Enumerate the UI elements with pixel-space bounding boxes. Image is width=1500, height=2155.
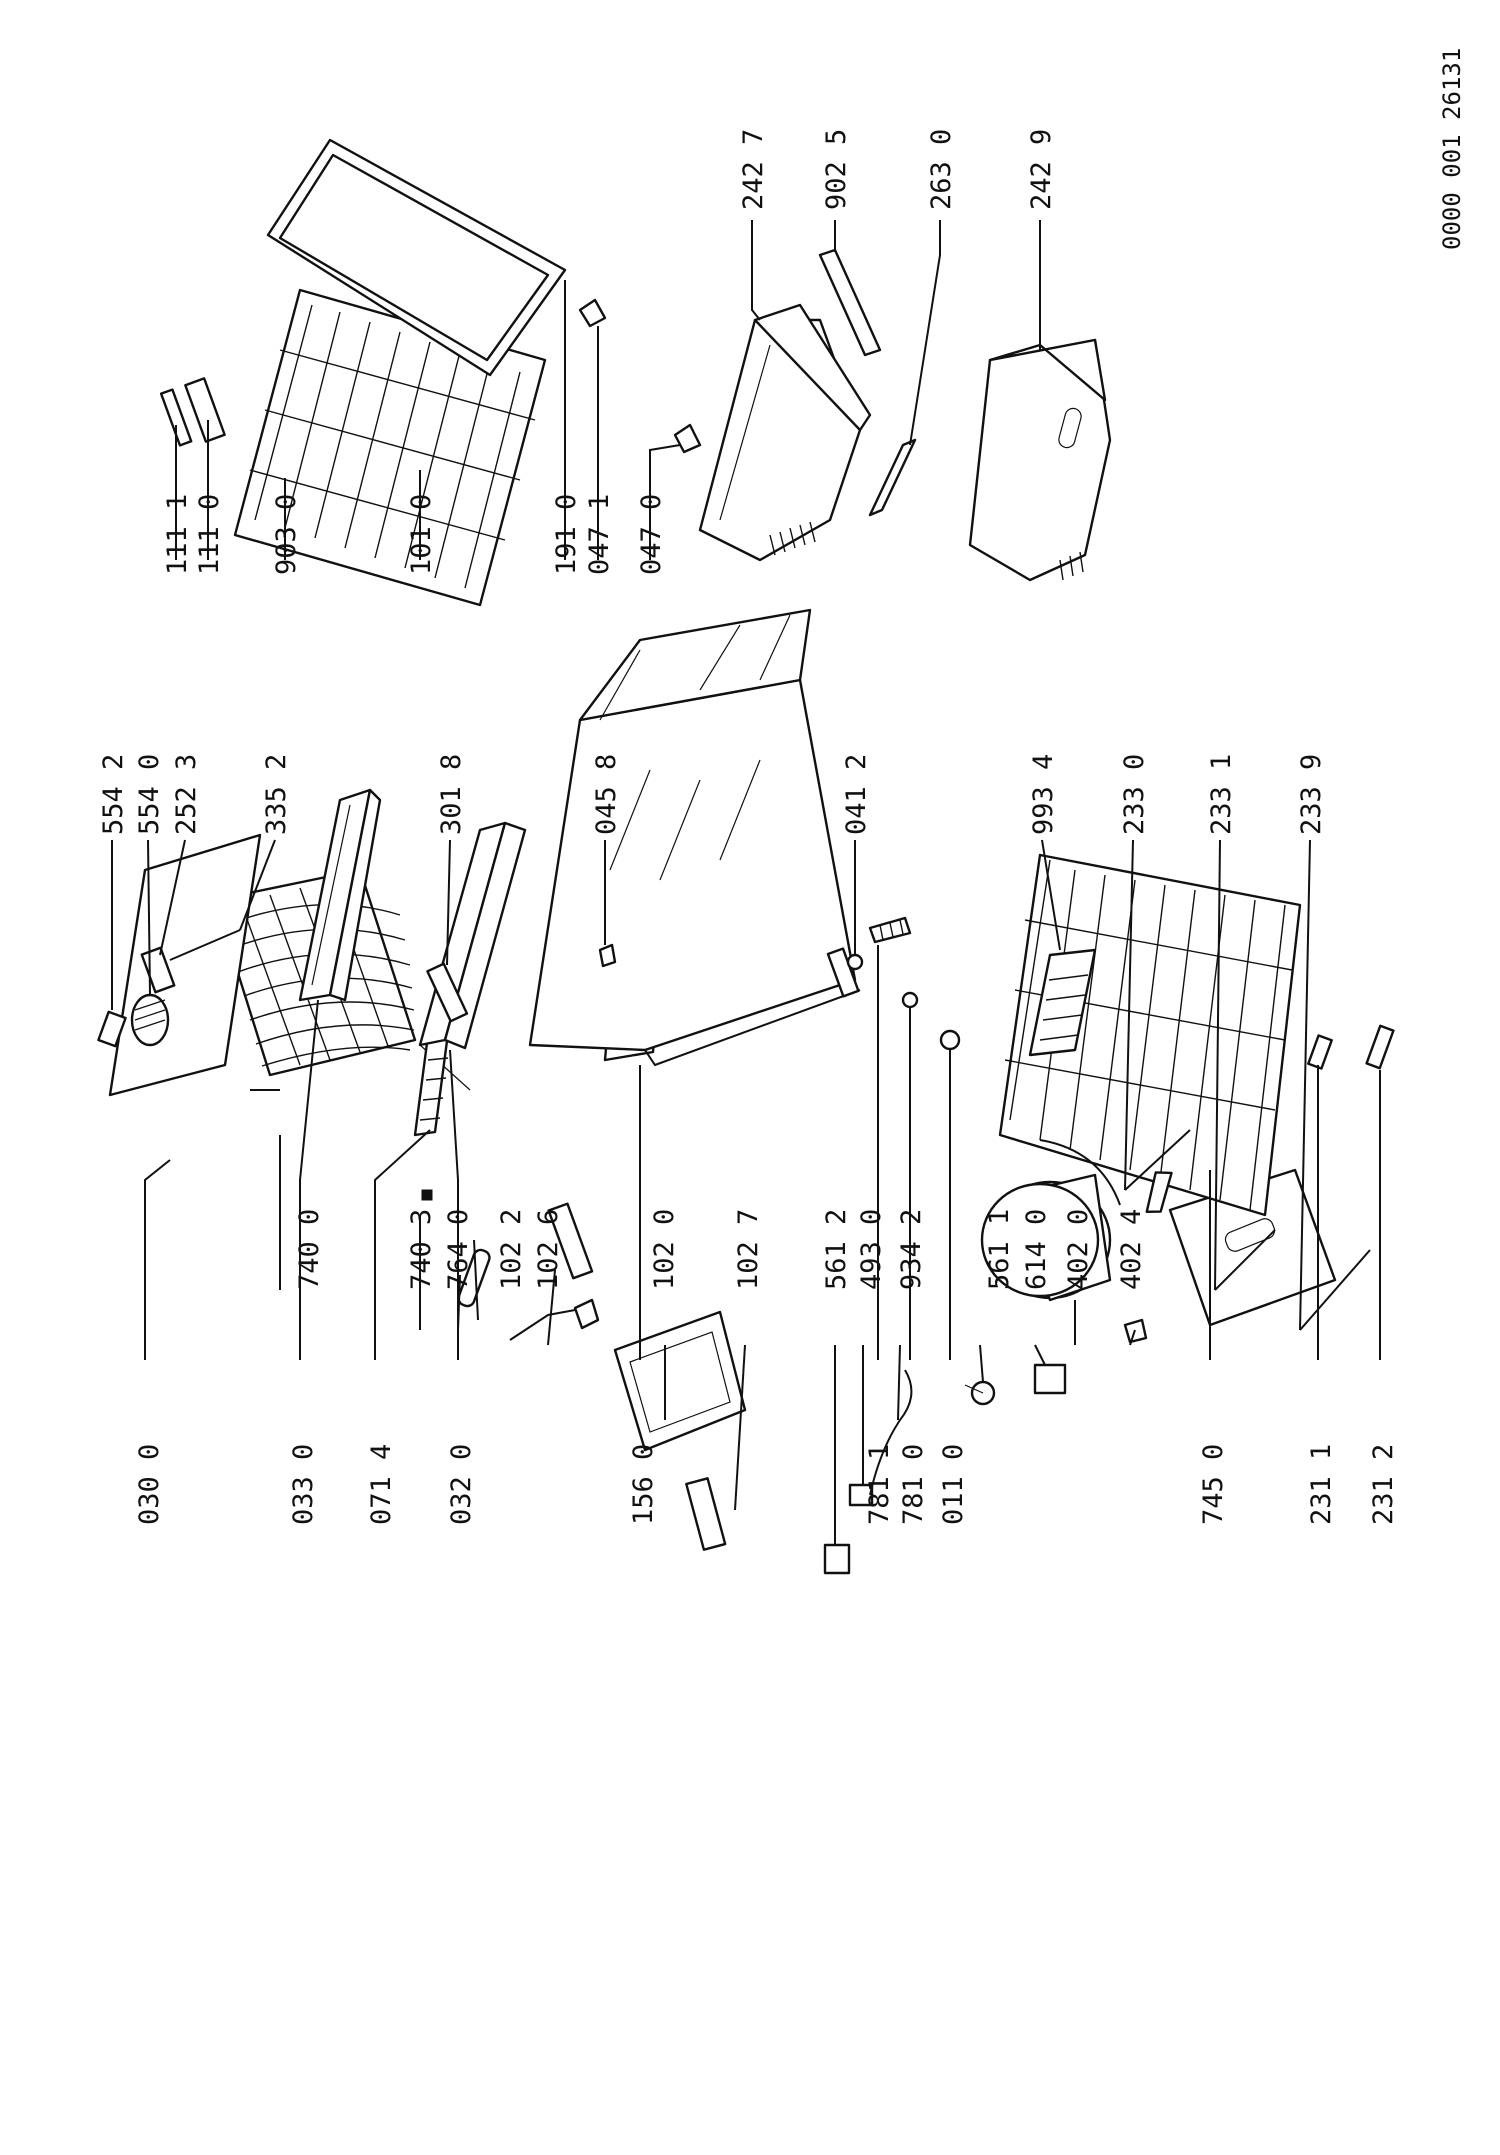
- part-label: 740 3: [406, 1209, 437, 1290]
- part-label: 934 2: [896, 1209, 927, 1290]
- part-label: 233 0: [1119, 754, 1150, 835]
- door-gasket: [266, 138, 567, 377]
- part-label: 033 0: [288, 1444, 319, 1525]
- drawer-handle: [1365, 1024, 1395, 1070]
- vent-cap: [901, 991, 919, 1009]
- hinge-spring: [130, 993, 170, 1047]
- top-panel: [108, 833, 262, 1097]
- part-label: 233 1: [1206, 754, 1237, 835]
- part-label: 231 2: [1368, 1444, 1399, 1525]
- hinge-clip: [573, 1298, 600, 1330]
- part-label: 047 0: [636, 494, 667, 575]
- wire-basket: [998, 853, 1302, 1217]
- part-label: 156 0: [628, 1444, 659, 1525]
- drawer-shelf: [1028, 948, 1097, 1057]
- leader-lines-left: [250, 1089, 1136, 1545]
- part-labels: 740 0 740 3 764 0 102 2 102 6 102 0 102 …: [98, 48, 1466, 1525]
- shelf-bar-a: [1145, 1171, 1173, 1213]
- part-label: 402 4: [1116, 1209, 1147, 1290]
- connector-block: [823, 1543, 851, 1575]
- drain-plug: [421, 1189, 433, 1201]
- leader-lines-middle: [111, 839, 1381, 1360]
- part-label: 903 0: [271, 494, 302, 575]
- lid-liner: [298, 788, 382, 1002]
- bracket-top: [547, 1202, 594, 1280]
- part-label: 554 2: [98, 754, 129, 835]
- part-label: 781 1: [864, 1444, 895, 1525]
- part-label: 191 0: [551, 494, 582, 575]
- part-label: 335 2: [261, 754, 292, 835]
- power-cable: [869, 1369, 913, 1496]
- door-strip: [426, 962, 469, 1023]
- part-label: 111 1: [162, 494, 193, 575]
- part-label: 263 0: [926, 129, 957, 210]
- part-label: 252 3: [171, 754, 202, 835]
- drawer-lower: [968, 338, 1112, 582]
- hinge-bottom: [673, 423, 702, 454]
- bracket-bottom: [685, 1477, 727, 1551]
- vent-grille: [868, 916, 912, 944]
- shelf-rail-a: [1124, 1129, 1191, 1191]
- part-label: 614 0: [1021, 1209, 1052, 1290]
- drawer-upper: [698, 303, 872, 562]
- lid-frame: [418, 821, 527, 1050]
- part-label: 111 0: [194, 494, 225, 575]
- shelf-rail-b: [1214, 1229, 1276, 1291]
- part-label: 781 0: [898, 1444, 929, 1525]
- part-label: 402 0: [1063, 1209, 1094, 1290]
- part-label: 231 1: [1306, 1444, 1337, 1525]
- part-label: 045 8: [591, 754, 622, 835]
- part-label: 561 2: [821, 1209, 852, 1290]
- hinge-rod: [169, 929, 241, 961]
- part-label: 102 6: [533, 1209, 564, 1290]
- part-label: 041 2: [841, 754, 872, 835]
- document-number: 0000 001 26131: [1438, 48, 1466, 250]
- door-channel: [613, 1310, 747, 1452]
- part-label: 764 0: [443, 1209, 474, 1290]
- door-inner-panel: [233, 288, 547, 607]
- part-label: 030 0: [134, 1444, 165, 1525]
- door-bracket: [184, 377, 226, 443]
- part-label: 047 1: [584, 494, 615, 575]
- part-label: 102 2: [496, 1209, 527, 1290]
- part-label: 233 9: [1296, 754, 1327, 835]
- part-label: 993 4: [1028, 754, 1059, 835]
- part-label: 745 0: [1198, 1444, 1229, 1525]
- part-label: 561 1: [984, 1209, 1015, 1290]
- part-label: 101 0: [406, 494, 437, 575]
- drawer-divider: [868, 438, 917, 517]
- starter-relay: [1033, 1363, 1067, 1395]
- part-label: 301 8: [436, 754, 467, 835]
- part-label: 071 4: [366, 1444, 397, 1525]
- part-label: 102 0: [649, 1209, 680, 1290]
- part-label: 242 7: [738, 129, 769, 210]
- filter-drier: [457, 1239, 491, 1321]
- lamp-socket: [598, 943, 617, 968]
- lid-lock: [97, 1010, 127, 1048]
- part-label: 032 0: [446, 1444, 477, 1525]
- drawer-clip: [1307, 1034, 1333, 1070]
- part-label: 242 9: [1026, 129, 1057, 210]
- door-pin: [159, 388, 193, 447]
- hinge-top: [578, 298, 607, 328]
- part-label: 740 0: [294, 1209, 325, 1290]
- leader-lines-right: [175, 220, 1041, 560]
- freezer-cabinet: [528, 608, 861, 1067]
- drawer-front-strip: [818, 248, 882, 357]
- part-label: 554 0: [134, 754, 165, 835]
- relay-box: [848, 1483, 874, 1507]
- part-label: 102 7: [733, 1209, 764, 1290]
- compressor: [980, 1173, 1112, 1302]
- control-knob: [939, 1029, 961, 1051]
- part-label: 493 0: [856, 1209, 887, 1290]
- shelf-rail-c: [1299, 1249, 1371, 1331]
- part-label: 011 0: [938, 1444, 969, 1525]
- part-label: 902 5: [821, 129, 852, 210]
